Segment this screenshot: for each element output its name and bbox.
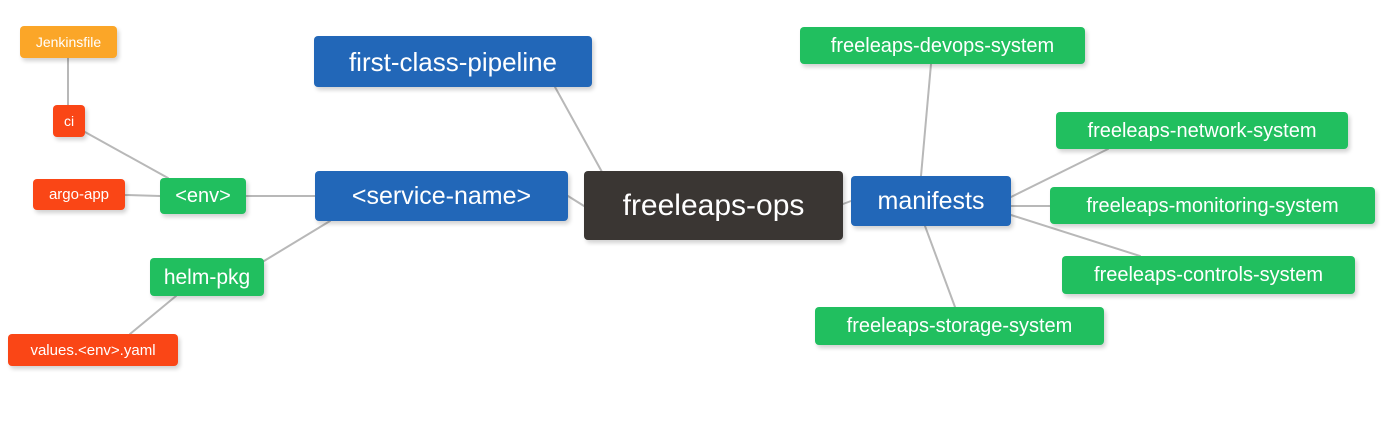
mindmap-node-label: freeleaps-storage-system [846,315,1073,337]
mindmap-node-argo-app[interactable]: argo-app [33,179,125,210]
mindmap-node-controls-system[interactable]: freeleaps-controls-system [1062,256,1355,294]
mindmap-node-ci[interactable]: ci [53,105,85,137]
mindmap-node-monitoring-system[interactable]: freeleaps-monitoring-system [1050,187,1375,224]
mindmap-node-label: freeleaps-controls-system [1094,264,1323,286]
edge-root-pipeline [554,86,603,173]
mindmap-node-label: first-class-pipeline [348,46,558,77]
mindmap-node-label: manifests [877,186,985,215]
mindmap-node-label: <service-name> [351,181,532,210]
mindmap-node-label: freeleaps-ops [622,188,805,222]
mindmap-node-label: freeleaps-network-system [1087,119,1317,142]
edge-helm-values [129,295,177,335]
mindmap-node-label: <env> [175,185,231,207]
mindmap-node-service-name[interactable]: <service-name> [315,171,568,221]
mindmap-node-label: argo-app [48,186,110,203]
mindmap-node-label: freeleaps-devops-system [830,34,1055,57]
mindmap-node-label: helm-pkg [163,265,251,289]
edge-env-ci [84,131,169,179]
mindmap-node-label: ci [63,113,75,129]
mindmap-node-label: Jenkinsfile [35,34,102,50]
mindmap-node-jenkinsfile[interactable]: Jenkinsfile [20,26,117,58]
mindmap-node-env[interactable]: <env> [160,178,246,214]
edge-manifests-storage [924,225,956,308]
edge-root-service [567,195,585,207]
mindmap-node-devops-system[interactable]: freeleaps-devops-system [800,27,1085,64]
mindmap-node-network-system[interactable]: freeleaps-network-system [1056,112,1348,149]
mindmap-node-label: values.<env>.yaml [30,341,156,359]
edge-manifests-devops [920,63,932,177]
edge-service-helm [263,220,331,262]
edge-root-manifests [842,200,852,205]
mindmap-node-storage-system[interactable]: freeleaps-storage-system [815,307,1104,345]
mindmap-node-manifests[interactable]: manifests [851,176,1011,226]
mindmap-node-root[interactable]: freeleaps-ops [584,171,843,240]
mindmap-node-first-class-pipeline[interactable]: first-class-pipeline [314,36,592,87]
mindmap-node-helm-pkg[interactable]: helm-pkg [150,258,264,296]
edge-env-argo [124,194,161,197]
mindmap-node-values-yaml[interactable]: values.<env>.yaml [8,334,178,366]
mindmap-node-label: freeleaps-monitoring-system [1086,194,1339,217]
